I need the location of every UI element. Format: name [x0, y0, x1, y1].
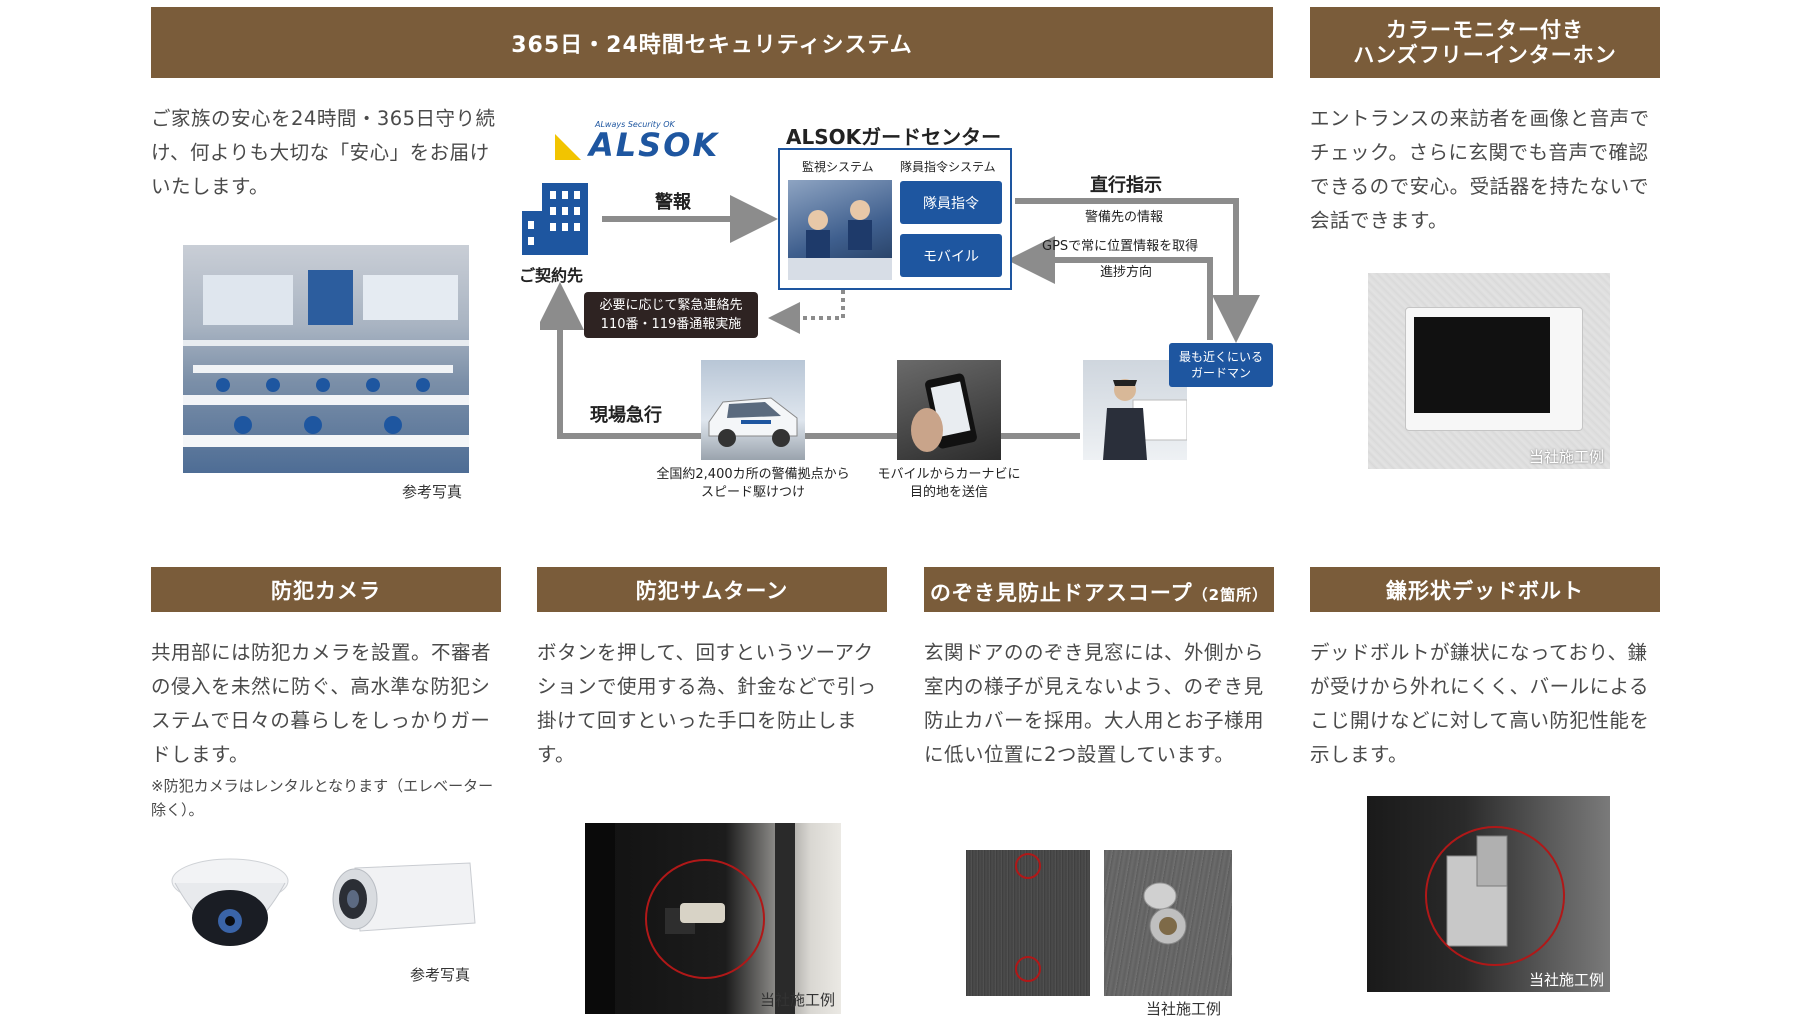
doorscope-caption: 当社施工例: [1146, 1000, 1222, 1018]
thumbturn-photo: 当社施工例: [585, 823, 841, 1014]
doorscope-lower-circle: [1015, 956, 1041, 982]
guardman-illustration: [1103, 379, 1187, 460]
direct-instruction-label: 直行指示: [1090, 175, 1162, 196]
doorscope-description: 玄関ドアののぞき見窓には、外側から室内の様子が見えないよう、のぞき見防止カバーを…: [924, 641, 1265, 766]
header-intercom-line1: カラーモニター付き: [1386, 17, 1584, 42]
mobile-line2: 目的地を送信: [909, 485, 988, 500]
operators-illustration: [788, 200, 892, 280]
header-intercom: カラーモニター付き ハンズフリーインターホン: [1310, 7, 1660, 78]
guard-center-box: 監視システム 隊員指令システム: [778, 148, 1012, 290]
header-thumbturn: 防犯サムターン: [537, 567, 887, 612]
header-doorscope: のぞき見防止ドアスコープ （2箇所）: [924, 567, 1274, 612]
header-doorscope-sub: （2箇所）: [1192, 586, 1269, 604]
doorscope-closeup-photo: [1104, 850, 1232, 996]
patrol-car-illustration: [708, 397, 798, 447]
deadbolt-photo: 当社施工例: [1367, 796, 1610, 992]
deadbolt-description: デッドボルトが鎌状になっており、鎌が受けから外れにくく、バールによるこじ開けなど…: [1310, 641, 1650, 766]
operators-photo: [788, 180, 892, 280]
guard-center-title: ALSOKガードセンター: [786, 125, 1002, 149]
monitor-system-label: 監視システム: [802, 160, 874, 174]
emergency-box: 必要に応じて緊急連絡先 110番・119番通報実施: [584, 292, 758, 338]
dispatch-command-button: 隊員指令: [900, 181, 1002, 224]
emergency-line1: 必要に応じて緊急連絡先: [599, 298, 743, 313]
emergency-line2: 110番・119番通報実施: [600, 317, 742, 332]
thumbturn-illustration: [585, 823, 795, 1014]
camera-caption: 参考写真: [410, 966, 471, 984]
guardman-photo: [1083, 360, 1187, 460]
alsok-logo-mark: [555, 134, 581, 160]
mobile-button: モバイル: [900, 234, 1002, 277]
security-description: ご家族の安心を24時間・365日守り続け、何よりも大切な「安心」をお届けいたしま…: [151, 107, 496, 198]
camera-rental-note: ※防犯カメラはレンタルとなります（エレベーター除く）。: [151, 777, 494, 819]
deadbolt-caption: 当社施工例: [1528, 971, 1604, 989]
header-security-text: 365日・24時間セキュリティシステム: [511, 32, 913, 58]
mobile-line1: モバイルからカーナビに: [877, 467, 1021, 482]
dispatch-system-label: 隊員指令システム: [900, 160, 996, 174]
intercom-photo: 当社施工例: [1368, 273, 1610, 469]
bases-line2: スピード駆けつけ: [700, 485, 805, 500]
mobile-caption: モバイルからカーナビに 目的地を送信: [870, 466, 1028, 502]
nearest-line2: ガードマン: [1190, 366, 1251, 380]
building-icon: [522, 183, 588, 255]
control-room-illustration: [183, 270, 469, 447]
thumbturn-highlight-circle: [645, 859, 765, 979]
patrol-car-photo: [701, 360, 805, 460]
progress-label: 進捗方向: [1100, 265, 1153, 280]
dome-camera-illustration: [171, 858, 289, 946]
thumbturn-caption: 当社施工例: [759, 991, 835, 1009]
header-intercom-line2: ハンズフリーインターホン: [1353, 42, 1617, 67]
bases-line1: 全国約2,400カ所の警備拠点から: [656, 467, 850, 482]
box-camera-illustration: [332, 862, 476, 932]
intercom-screen: [1414, 317, 1550, 413]
mobile-device-illustration: [911, 373, 977, 452]
intercom-device: [1405, 307, 1583, 431]
alsok-logo-text: ALSOK: [589, 126, 720, 164]
doorscope-upper-circle: [1015, 853, 1041, 879]
doorscope-door-photo: [966, 850, 1090, 996]
bases-caption: 全国約2,400カ所の警備拠点から スピード駆けつけ: [645, 466, 861, 502]
nearest-guard-badge: 最も近くにいる ガードマン: [1169, 343, 1273, 387]
guard-info-label: 警備先の情報: [1085, 210, 1164, 225]
header-camera-text: 防犯カメラ: [271, 578, 381, 603]
intercom-description: エントランスの来訪者を画像と音声でチェック。さらに玄関でも音声で確認できるので安…: [1310, 107, 1650, 232]
header-security: 365日・24時間セキュリティシステム: [151, 7, 1273, 78]
alsok-logo: ALways Security OK ALSOK: [555, 120, 740, 165]
rush-label: 現場急行: [590, 405, 662, 426]
header-camera: 防犯カメラ: [151, 567, 501, 612]
alsok-tagline: ALways Security OK: [595, 120, 675, 129]
control-room-photo: [183, 245, 469, 473]
gps-label: GPSで常に位置情報を取得: [1042, 239, 1199, 254]
header-thumbturn-text: 防犯サムターン: [635, 578, 789, 603]
control-room-caption: 参考写真: [402, 483, 463, 501]
nearest-line1: 最も近くにいる: [1178, 350, 1263, 364]
client-label: ご契約先: [519, 266, 584, 285]
thumbturn-description: ボタンを押して、回すというツーアクションで使用する為、針金などで引っ掛けて回すと…: [537, 641, 877, 766]
header-doorscope-text: のぞき見防止ドアスコープ: [929, 581, 1193, 605]
doorscope-closeup-illustration: [1143, 882, 1187, 945]
camera-description: 共用部には防犯カメラを設置。不審者の侵入を未然に防ぐ、高水準な防犯システムで日々…: [151, 641, 492, 766]
deadbolt-highlight-circle: [1425, 826, 1565, 966]
mobile-device-photo: [897, 360, 1001, 460]
header-deadbolt: 鎌形状デッドボルト: [1310, 567, 1660, 612]
header-deadbolt-text: 鎌形状デッドボルト: [1386, 578, 1584, 603]
intercom-caption: 当社施工例: [1528, 448, 1604, 466]
alarm-label: 警報: [655, 192, 691, 213]
